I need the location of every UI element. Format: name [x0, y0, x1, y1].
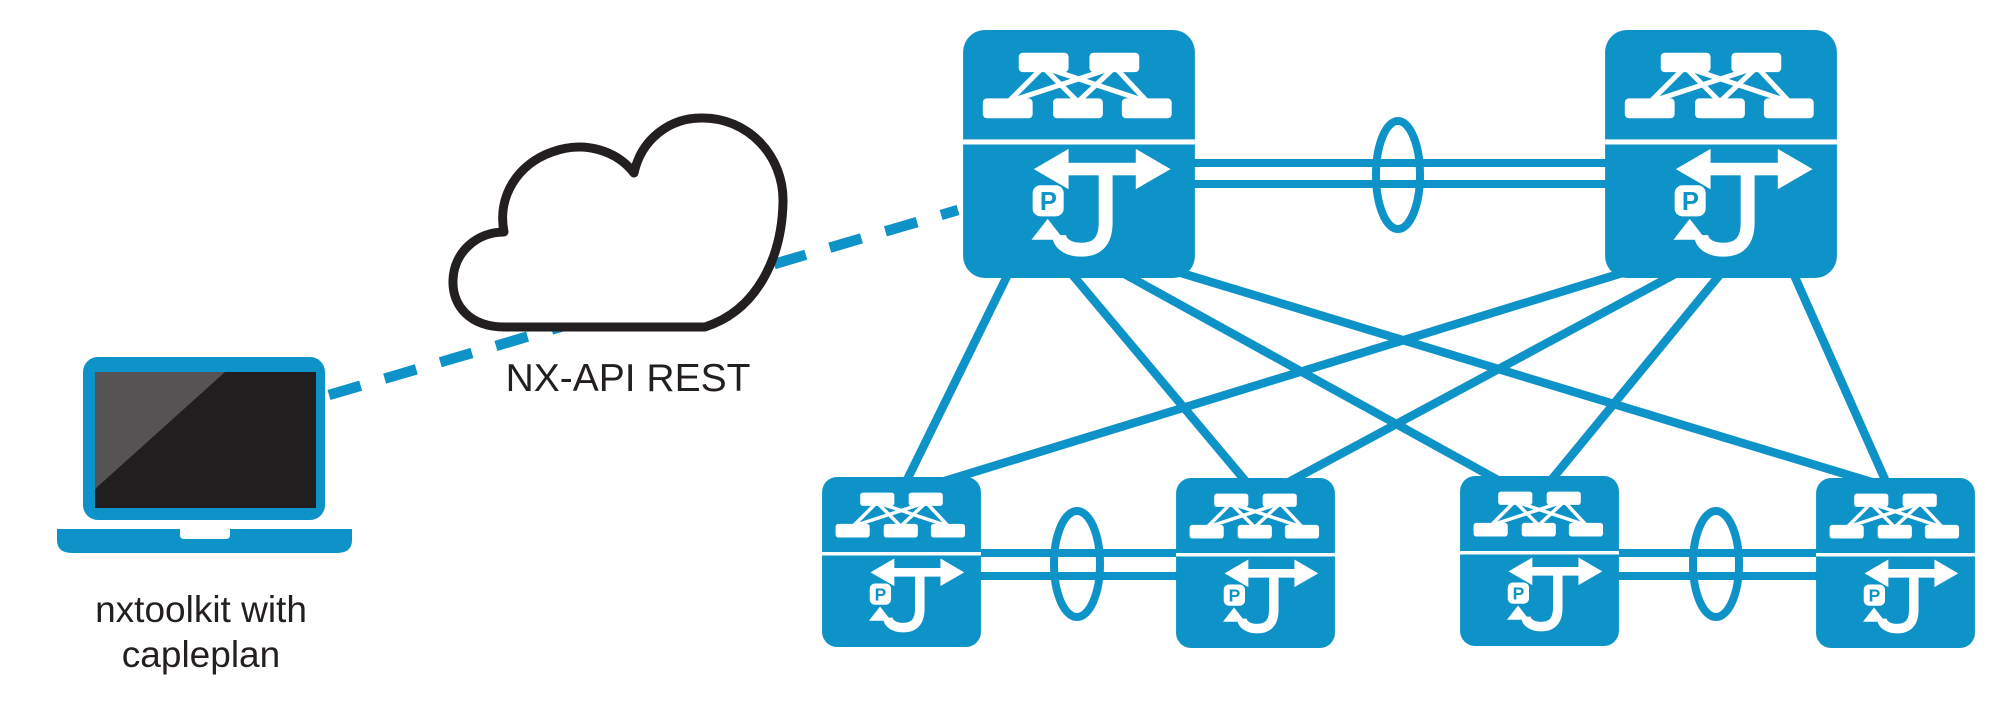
laptop-base — [57, 529, 352, 553]
link-spine2-leaf3 — [1544, 263, 1731, 487]
leaf-switch-2 — [1176, 478, 1335, 648]
link-spine1-leaf2 — [1061, 263, 1252, 487]
peer-links — [975, 159, 1822, 580]
nx-api-rest-label: NX-API REST — [506, 357, 751, 400]
link-spine1-leaf1 — [901, 264, 1016, 486]
link-spine1-leaf3 — [1107, 262, 1508, 488]
spine-leaf-links — [901, 261, 1891, 489]
port-channel-ellipse — [1050, 507, 1104, 621]
nx-api-dashed-link — [327, 204, 960, 401]
laptop-icon — [57, 357, 352, 553]
port-channel-ellipse — [1689, 507, 1743, 621]
port-channel-ellipse — [1372, 117, 1424, 233]
laptop-screen-glare — [95, 372, 225, 489]
laptop-label-line1: nxtoolkit with — [95, 589, 307, 630]
link-spine2-leaf2 — [1282, 262, 1693, 488]
leaf-switch-3 — [1460, 476, 1619, 646]
link-spine2-leaf1 — [933, 261, 1647, 489]
laptop-label-line2: capleplan — [122, 634, 280, 675]
spine-switch-2 — [1605, 30, 1837, 278]
link-spine2-leaf4 — [1786, 264, 1891, 486]
laptop-base-notch — [180, 529, 230, 539]
leaf-switch-4 — [1816, 478, 1975, 648]
spine-switch-1 — [963, 30, 1195, 278]
leaf-switch-1 — [822, 477, 981, 647]
link-spine1-leaf4 — [1156, 261, 1880, 489]
cloud-icon — [448, 113, 788, 332]
